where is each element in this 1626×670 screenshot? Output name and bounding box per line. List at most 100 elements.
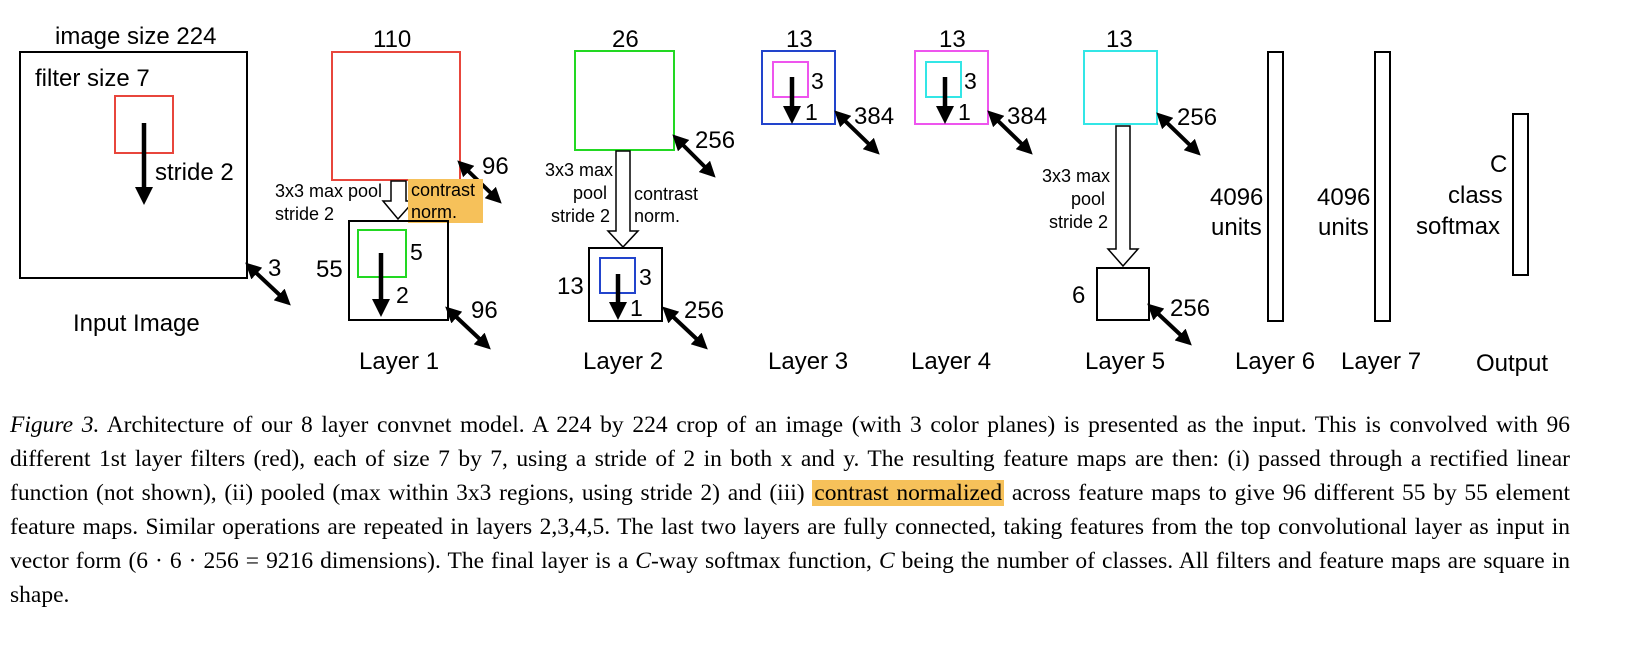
layer5-out-depth-arrow <box>1147 303 1192 346</box>
layer3-depth-arrow <box>834 110 880 155</box>
layer2-filter-label: 3 <box>639 264 652 290</box>
input-depth-label: 3 <box>268 255 281 282</box>
layer4-block: 13 3 1 384 Layer 4 <box>911 26 1047 375</box>
layer5-pool-label-line3: stride 2 <box>1049 212 1108 232</box>
layer5-pool-label-line2: pool <box>1071 189 1105 209</box>
layer3-block: 13 3 1 384 Layer 3 <box>761 26 894 375</box>
layer4-stride-label: 1 <box>958 99 971 125</box>
layer3-stride-label: 1 <box>805 99 818 125</box>
layer1-depth-label: 96 <box>482 153 509 180</box>
layer4-map-box <box>914 50 989 125</box>
layer7-units-line1: 4096 <box>1317 184 1370 211</box>
layer2-norm-label-line2: norm. <box>634 206 680 226</box>
output-title: Output <box>1476 350 1548 377</box>
layer7-title: Layer 7 <box>1341 348 1421 375</box>
layer2-pool-arrow <box>606 150 640 249</box>
input-stride-label: stride 2 <box>155 159 234 186</box>
layer2-pool-label-line2: pool <box>573 183 607 203</box>
layer1-norm-highlight <box>408 179 483 223</box>
layer5-pooled-box <box>1096 267 1150 321</box>
layer5-pooled-size-label: 6 <box>1072 282 1085 309</box>
figure-caption: Figure 3. Architecture of our 8 layer co… <box>10 408 1570 612</box>
layer2-pool-label-line3: stride 2 <box>551 206 610 226</box>
input-filter-size-label: filter size 7 <box>35 65 150 92</box>
layer2-title: Layer 2 <box>583 348 663 375</box>
layer7-vector-bar <box>1374 51 1391 322</box>
layer1-pooled-size-label: 55 <box>316 256 343 283</box>
layer6-title: Layer 6 <box>1235 348 1315 375</box>
layer1-block: 110 96 3x3 max pool stride 2 contrast no… <box>275 26 509 375</box>
output-line1: C <box>1490 151 1507 178</box>
input-image-size-label: image size 224 <box>55 23 216 50</box>
output-vector-bar <box>1512 113 1529 276</box>
layer5-pool-arrow <box>1106 125 1140 268</box>
layer5-block: 13 256 3x3 max pool stride 2 6 256 Layer… <box>1042 26 1217 375</box>
layer2-pool-label-line1: 3x3 max <box>545 160 613 180</box>
layer4-title: Layer 4 <box>911 348 991 375</box>
architecture-diagram: image size 224 filter size 7 stride 2 3 … <box>19 23 1548 377</box>
layer2-out-depth-label: 256 <box>684 297 724 324</box>
layer7-block: 4096 units Layer 7 <box>1317 51 1421 375</box>
layer1-map-box <box>331 51 461 181</box>
layer6-vector-bar <box>1267 51 1284 322</box>
layer5-depth-label: 256 <box>1177 104 1217 131</box>
layer6-units-line1: 4096 <box>1210 184 1263 211</box>
layer1-title: Layer 1 <box>359 348 439 375</box>
layer1-out-depth-arrow <box>445 306 491 350</box>
caption-figure-label: Figure 3. <box>10 412 100 438</box>
caption-text-part1: Architecture of our 8 layer convnet mode… <box>10 412 1570 506</box>
layer5-depth-arrow <box>1156 112 1201 156</box>
layer2-norm-label-line1: contrast <box>634 184 698 204</box>
layer5-size-label: 13 <box>1106 26 1133 53</box>
layer4-size-label: 13 <box>939 26 966 53</box>
layer2-pooled-box <box>588 247 663 322</box>
layer5-pool-label-line1: 3x3 max <box>1042 166 1110 186</box>
layer5-out-depth-label: 256 <box>1170 295 1210 322</box>
layer7-units-line2: units <box>1318 214 1369 241</box>
caption-math-c: C <box>635 548 651 574</box>
layer4-filter-label: 3 <box>964 68 977 94</box>
layer2-depth-label: 256 <box>695 127 735 154</box>
output-line2: class <box>1448 182 1503 209</box>
caption-math-c: C <box>878 548 895 574</box>
architecture-svg: image size 224 filter size 7 stride 2 3 … <box>19 23 1548 377</box>
layer3-map-box <box>761 50 836 125</box>
layer1-norm-label-line2: norm. <box>411 202 457 222</box>
layer1-pool-label-line1: 3x3 max pool <box>275 181 382 201</box>
layer4-depth-label: 384 <box>1007 103 1047 130</box>
layer6-units-line2: units <box>1211 214 1262 241</box>
layer1-filter-label: 5 <box>410 239 423 265</box>
layer3-title: Layer 3 <box>768 348 848 375</box>
layer1-norm-label-line1: contrast <box>411 180 475 200</box>
layer1-out-depth-label: 96 <box>471 297 498 324</box>
layer2-depth-arrow <box>672 134 716 178</box>
input-image-title: Input Image <box>73 310 200 337</box>
caption-text-part2: across feature maps to give 96 different… <box>10 480 1570 574</box>
layer3-depth-label: 384 <box>854 103 894 130</box>
layer2-size-label: 26 <box>612 26 639 53</box>
layer5-title: Layer 5 <box>1085 348 1165 375</box>
layer1-size-label: 110 <box>373 26 411 53</box>
layer2-block: 26 256 3x3 max pool stride 2 contrast no… <box>545 26 735 375</box>
layer6-block: 4096 units Layer 6 <box>1210 51 1315 375</box>
layer2-pooled-size-label: 13 <box>557 273 584 300</box>
output-block: C class softmax Output <box>1416 113 1548 377</box>
output-line3: softmax <box>1416 213 1500 240</box>
layer3-filter-label: 3 <box>811 68 824 94</box>
layer5-map-box <box>1083 50 1158 125</box>
caption-highlight: contrast normalized <box>812 480 1005 506</box>
layer3-size-label: 13 <box>786 26 813 53</box>
layer1-pool-label-line2: stride 2 <box>275 204 334 224</box>
input-image-box <box>19 51 248 279</box>
layer2-out-depth-arrow <box>662 306 708 350</box>
layer2-stride-label: 1 <box>630 295 643 321</box>
caption-text-part4: being the number of classes. All filters… <box>10 548 1570 608</box>
layer1-pooled-box <box>348 220 449 321</box>
caption-text-part3: -way softmax function, <box>650 548 879 574</box>
layer1-pool-arrow <box>381 180 416 221</box>
layer1-stride-label: 2 <box>396 282 409 308</box>
layer2-map-box <box>574 50 675 151</box>
input-depth-arrow <box>245 262 291 306</box>
layer4-depth-arrow <box>987 110 1033 155</box>
input-image-block: image size 224 filter size 7 stride 2 3 … <box>19 23 291 337</box>
